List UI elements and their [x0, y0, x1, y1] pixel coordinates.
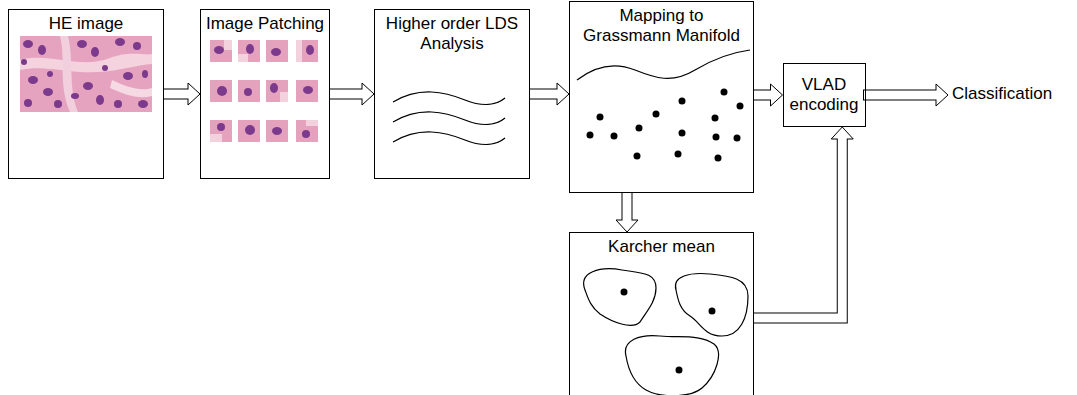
he-tissue-image — [20, 36, 152, 112]
process-box: VLAD encoding — [783, 63, 866, 127]
hollow-arrow — [754, 84, 783, 106]
box-title: HE image — [49, 14, 124, 34]
patch-thumbnails — [210, 40, 318, 142]
box-title: Higher order LDS Analysis — [379, 14, 525, 55]
process-box: HE image — [8, 9, 164, 179]
hollow-arrow — [754, 127, 853, 318]
box-title: VLAD encoding — [788, 75, 861, 116]
process-box: Image Patching — [200, 9, 330, 179]
process-box: Mapping to Grassmann Manifold — [569, 1, 754, 193]
karcher-clusters — [584, 269, 748, 395]
lds-waves — [393, 92, 505, 145]
hollow-arrow — [530, 83, 569, 105]
box-title: Karcher mean — [608, 237, 715, 257]
output-arrow — [863, 84, 948, 106]
hollow-arrow — [164, 83, 200, 105]
box-title: Mapping to Grassmann Manifold — [574, 6, 749, 47]
hollow-arrow — [330, 83, 374, 105]
process-box: Karcher mean — [569, 232, 754, 395]
output-label: Classification — [952, 84, 1052, 104]
hollow-arrow — [616, 193, 638, 232]
box-title: Image Patching — [206, 14, 324, 34]
process-box: Higher order LDS Analysis — [374, 9, 530, 179]
manifold-sketch — [577, 50, 750, 162]
